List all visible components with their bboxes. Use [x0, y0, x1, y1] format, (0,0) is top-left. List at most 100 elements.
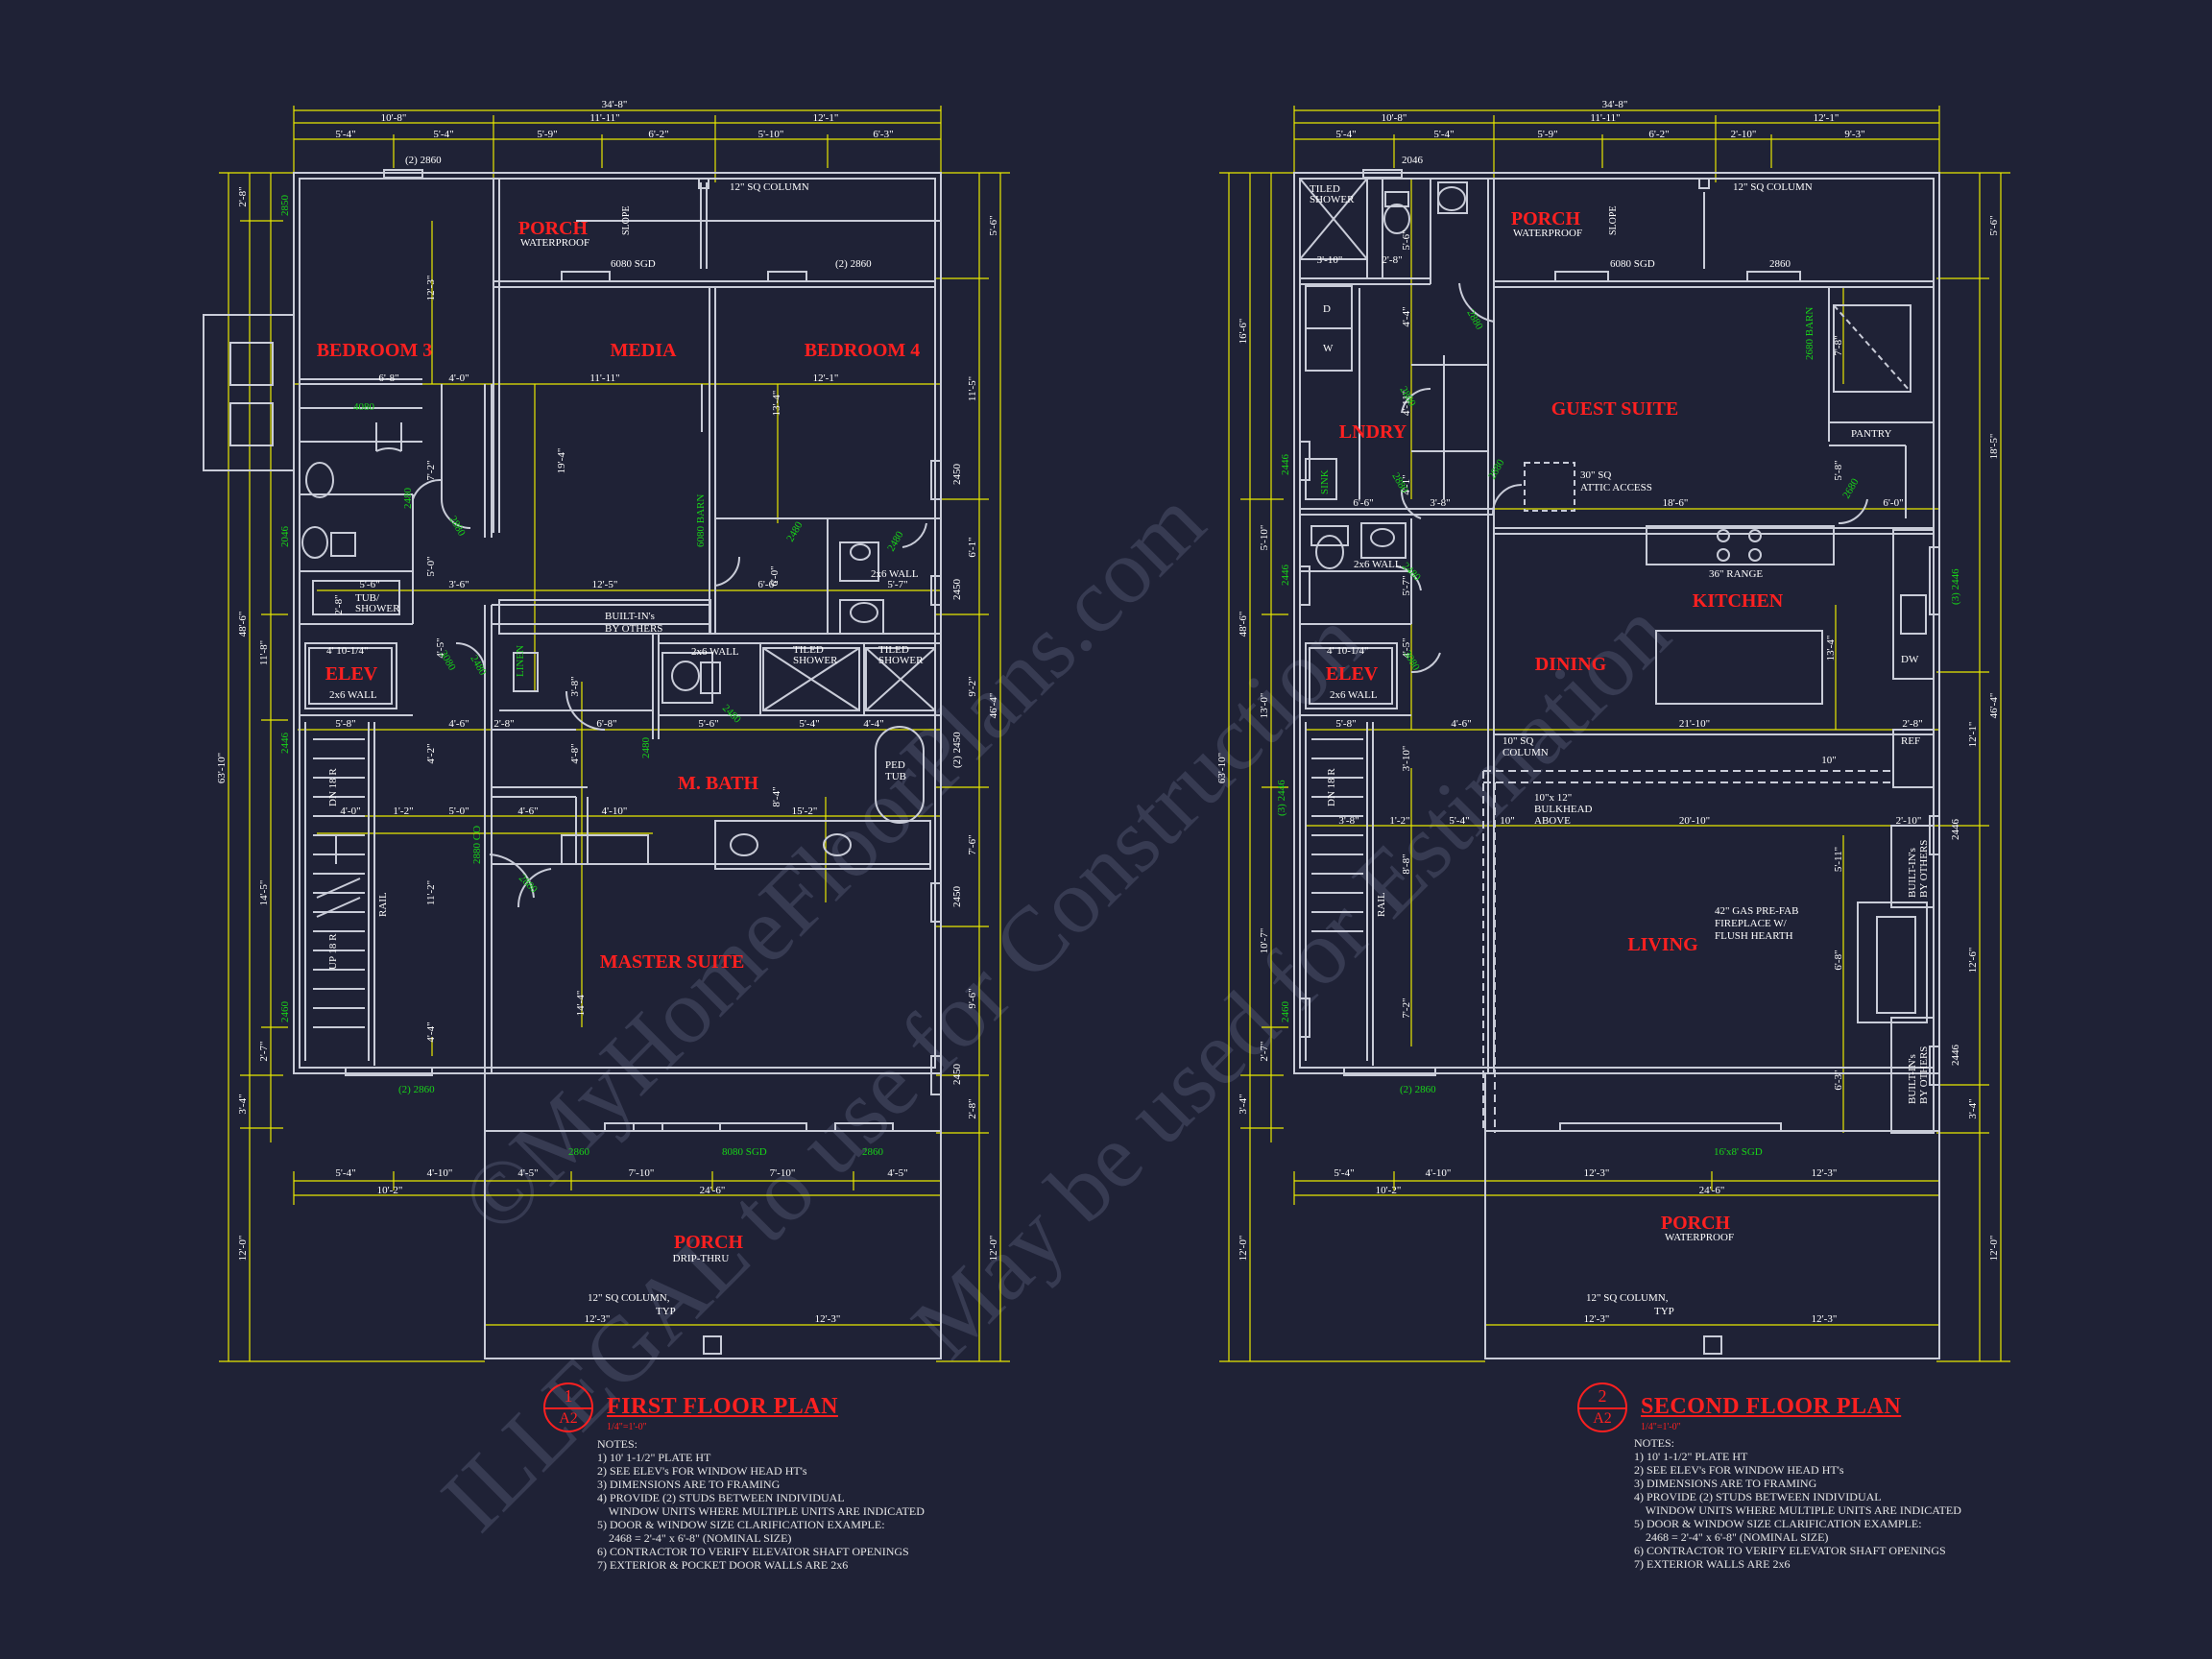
plan1-dim-text: 12'-0" — [237, 1236, 249, 1262]
plan1-sheet-number: A2 — [559, 1410, 578, 1427]
plan1-dim-text: 11'-8" — [258, 640, 270, 665]
plan2-dim-text: 5'-6" — [1988, 215, 2000, 235]
plan2-dim-text: 48'-6" — [1238, 612, 1249, 637]
plan1-dim-text: 8'-4" — [771, 786, 782, 806]
plan1-dim-text: 46'-4" — [988, 693, 999, 719]
plan1-title: FIRST FLOOR PLAN — [607, 1394, 838, 1419]
plan1-dim-text: 11'-11" — [589, 112, 619, 124]
bubble-divider — [1579, 1407, 1625, 1409]
room-label-kitchen: KITCHEN — [1693, 590, 1784, 612]
plan2-dim-text: 12'-3" — [1584, 1313, 1610, 1325]
plan1-label: SHOWER — [878, 655, 924, 666]
note-line: 5) DOOR & WINDOW SIZE CLARIFICATION EXAM… — [597, 1518, 885, 1531]
plan1-label: SLOPE — [621, 205, 632, 235]
plan2-dim-text: 18'-6" — [1663, 497, 1689, 509]
plan1-dim-text: 48'-6" — [237, 612, 249, 637]
plan1-label: 2x6 WALL — [691, 646, 739, 658]
plan2-dim-text: 10'-7" — [1259, 928, 1270, 954]
plan2-label: 16'x8' SGD — [1714, 1146, 1763, 1158]
room-label-guest-suite: GUEST SUITE — [1551, 398, 1678, 420]
plan1-fixture-tags: 2850 4080 2480 2880 2046 6080 BARN 2480 … — [279, 195, 963, 1159]
fixture-tag: 2860 — [568, 1146, 590, 1158]
plan1-dim-text: 7'-2" — [425, 460, 437, 480]
note-line: 4) PROVIDE (2) STUDS BETWEEN INDIVIDUAL — [597, 1491, 845, 1504]
fixture-tag: 3080 — [1401, 649, 1422, 673]
plan1-dim-text: 5'-0" — [425, 556, 437, 576]
plan2-dim-text: 5'-8" — [1833, 460, 1844, 480]
plan2-dim-text: 13'-0" — [1259, 693, 1270, 719]
fixture-tag: 2450 — [951, 886, 963, 908]
plan1-dim-text: 34'-8" 10'-8" 11'-11" 12'-1" 5'-4" 5'-4"… — [216, 99, 999, 1325]
plan1-label: RAIL — [377, 892, 389, 917]
plan2-dim-text: 6'-3" — [1833, 1070, 1844, 1090]
plan1-walls — [203, 169, 942, 1359]
plan2-label: SHOWER — [1310, 194, 1355, 205]
plan2-dim-text: 20'-10" — [1679, 815, 1710, 827]
plan1-dim-text: 6'-3" — [873, 129, 893, 140]
note-line: 3) DIMENSIONS ARE TO FRAMING — [597, 1478, 781, 1491]
fixture-tag: (3) 2446 — [1276, 780, 1287, 816]
plan1-dim-text: 9'-6" — [967, 988, 978, 1008]
fixture-tag: 2446 — [1280, 454, 1291, 476]
plan2-dim-text: 5'-11" — [1833, 847, 1844, 872]
plan2-dim-text: 4'-1" — [1401, 474, 1412, 494]
plan1-dim-text: 6'-8" — [378, 373, 398, 384]
plan2-dim-text: 3'-4" — [1967, 1098, 1979, 1118]
plan1-dimension-lines — [219, 106, 1010, 1362]
plan1-dim-text: 24'-6" — [700, 1185, 726, 1196]
fixture-tag: 2046 — [279, 526, 291, 548]
plan2-label: 36" RANGE — [1709, 568, 1763, 580]
plan1-dim-text: 5'-4" — [335, 1167, 355, 1179]
fixture-tag: 2880 — [446, 515, 468, 539]
plan1-label: PED — [885, 759, 905, 771]
plan2-label: 10" SQ — [1503, 735, 1533, 747]
plan2-dim-text: 63'-10" — [1216, 753, 1228, 783]
room-label-porch: PORCH — [518, 218, 589, 239]
plan2-label: BUILT-IN's — [1907, 1054, 1918, 1104]
room-sublabel: DRIP-THRU — [673, 1253, 730, 1264]
plan1-label: TILED — [878, 644, 909, 656]
plan2-drawing-bubble: 2 A2 — [1577, 1382, 1627, 1432]
fixture-tag: (3) 2446 — [1950, 568, 1961, 605]
plan2-room-labels: PORCH WATERPROOF GUEST SUITE LNDRY KITCH… — [1326, 208, 1784, 1243]
plan1-dim-text: 3'-8" — [569, 676, 581, 696]
note-line: 2468 = 2'-4" x 6'-8" (NOMINAL SIZE) — [1634, 1530, 1829, 1544]
plan2-label: COLUMN — [1503, 747, 1549, 758]
plan1-label: UP 18 R — [327, 933, 339, 970]
plan2-label: BULKHEAD — [1534, 804, 1593, 815]
plan1-room-labels: PORCH WATERPROOF BEDROOM 3 MEDIA BEDROOM… — [317, 218, 921, 1264]
plan2-dim-text: 7'-8" — [1833, 335, 1844, 355]
second-floor-plan: 34'-8" 10'-8" 11'-11" 12'-1" 5'-4" 5'-4"… — [1216, 99, 2010, 1362]
plan1-dim-text: 4'-10" — [427, 1167, 453, 1179]
room-label-elev: ELEV — [1326, 663, 1379, 685]
fixture-tag: 2480 — [784, 519, 805, 543]
plan2-label: PANTRY — [1851, 428, 1891, 440]
plan1-dim-text: 13'-4" — [771, 391, 782, 417]
room-label-porch: PORCH — [674, 1232, 744, 1253]
plan1-dim-text: 4'-5" — [517, 1167, 538, 1179]
plan2-dim-text: 7'-2" — [1401, 998, 1412, 1018]
plan1-dim-text: 11'-2" — [425, 880, 437, 905]
plan1-dim-text: 6'-8" — [596, 718, 616, 730]
plan1-dim-text: 4'-8" — [569, 743, 581, 763]
plan2-dim-text: 9'-3" — [1844, 129, 1864, 140]
plan2-label: REF — [1901, 735, 1920, 747]
plan2-dim-text: 5'-10" — [1259, 525, 1270, 551]
note-line: 6) CONTRACTOR TO VERIFY ELEVATOR SHAFT O… — [597, 1545, 909, 1558]
plan2-dim-text: 3'-8" — [1338, 815, 1358, 827]
plan1-dim-text: 12'-3" — [585, 1313, 611, 1325]
plan2-label: (2) 2860 — [1400, 1084, 1436, 1095]
plan1-drawing-bubble: 1 A2 — [543, 1382, 593, 1432]
note-line: 1) 10' 1-1/2" PLATE HT — [1634, 1450, 1748, 1463]
room-label-master-suite: MASTER SUITE — [600, 951, 745, 973]
plan1-dim-text: 19'-4" — [556, 448, 567, 474]
plan2-label: ATTIC ACCESS — [1580, 482, 1652, 493]
plan1-dim-text: 3'-4" — [237, 1094, 249, 1114]
note-line: NOTES: — [597, 1437, 637, 1451]
fixture-tag: 2460 — [279, 1001, 291, 1023]
fixture-tag: 2450 — [951, 464, 963, 486]
plan2-label: TILED — [1310, 183, 1340, 195]
plan2-dim-text: 3'-10" — [1401, 746, 1412, 772]
